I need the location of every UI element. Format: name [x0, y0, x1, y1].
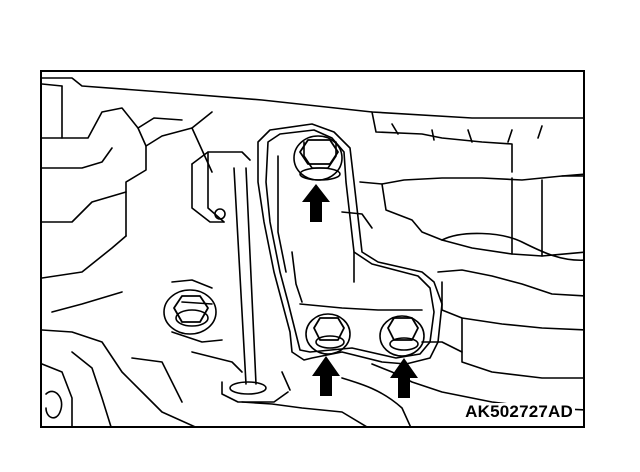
figure-reference-code: AK502727AD [463, 402, 575, 421]
top-bolt [293, 135, 343, 181]
left-bolt [163, 289, 223, 343]
hex-bolt-icon [173, 295, 209, 323]
rod [221, 167, 291, 403]
transaxle-case-lines [241, 111, 583, 426]
hex-bolt-icon [313, 317, 345, 341]
mount-bracket [257, 123, 443, 365]
lower-right-bolt [379, 315, 425, 357]
engine-mount-bracket-drawing [42, 77, 583, 426]
lower-left-bolt [305, 313, 351, 355]
illustration-frame: AK502727AD [40, 70, 585, 428]
up-arrow-icon [302, 184, 330, 222]
support-bracket [191, 151, 251, 223]
engine-housing-lines [42, 77, 583, 426]
up-arrow-icon [390, 358, 418, 398]
hex-bolt-icon [299, 139, 339, 165]
bolt-indicator-arrows [302, 184, 418, 398]
up-arrow-icon [312, 356, 340, 396]
hex-bolt-icon [387, 317, 419, 341]
